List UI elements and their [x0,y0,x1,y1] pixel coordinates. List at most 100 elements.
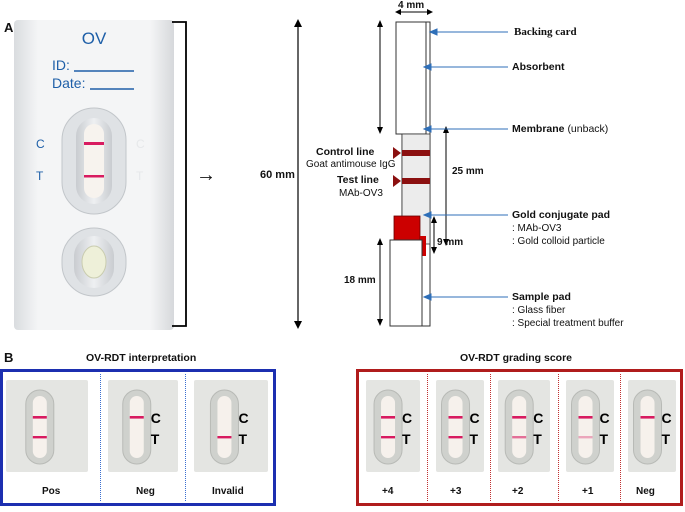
test-line-title: Test line [337,174,379,186]
mini-strip-window [640,396,655,458]
mini-strip-control-line [32,416,47,419]
mini-strip-label: Invalid [212,486,244,497]
mini-strip-grading-4: CT [628,380,676,472]
cassette-bracket [172,21,187,327]
mini-strip-window [129,396,144,458]
mini-strip-label: +4 [382,486,394,497]
mini-strip-c-mark: C [402,410,412,426]
cassette-id-label: ID: [52,57,70,73]
mini-strip-test-line [512,436,527,439]
mini-strip-test-line [217,436,232,439]
mini-strip-c-mark: C [470,410,480,426]
label-9mm: 9 mm [437,237,464,248]
strip-sample-pad [389,239,423,327]
backing-card-label: Backing card [514,26,577,38]
label-4mm: 4 mm [398,0,425,11]
interpretation-divider-1 [100,374,101,501]
mini-strip-control-line [381,416,396,419]
mini-strip-t-mark: T [600,431,609,447]
strip-control-band [402,150,430,156]
mini-strip-t-mark: T [662,431,671,447]
interpretation-box [0,369,276,506]
mini-strip-label: +2 [512,486,524,497]
strip-schematic [377,9,449,327]
gold-pad-line-1: : MAb-OV3 [512,223,562,234]
mini-strip-window [578,396,593,458]
mini-strip-control-line [512,416,527,419]
sample-pad-line-1: : Glass fiber [512,305,566,316]
strip-test-band [402,178,430,184]
grading-divider-1 [427,374,428,501]
pointer-arrows [422,28,508,301]
mini-strip-c-mark: C [662,410,672,426]
panel-b-letter: B [4,350,14,365]
control-line-title: Control line [316,146,375,158]
sample-pad-line-2: : Special treatment buffer [512,318,624,329]
grading-title: OV-RDT grading score [460,352,573,364]
grading-box [356,369,683,506]
mini-strip-test-line [32,436,47,439]
mini-strip-window [512,396,527,458]
label-25mm: 25 mm [452,166,484,177]
strip-absorbent [395,21,427,135]
label-60mm: 60 mm [260,169,295,181]
mini-strip-c-mark: C [533,410,543,426]
absorbent-label: Absorbent [512,61,565,73]
interpretation-title: OV-RDT interpretation [86,352,197,364]
mini-strip-grading-2: CT [498,380,550,472]
mini-strip-interpretation-1: CT [108,380,178,472]
grading-divider-2 [490,374,491,501]
cassette-c-mark-right: C [136,137,145,151]
mini-strip-label: Pos [42,486,61,497]
mini-strip-t-mark: T [402,431,411,447]
mini-strip-window [32,396,47,458]
mini-strip-interpretation-2: CT [194,380,268,472]
cassette-t-mark: T [36,169,44,183]
mini-strip-c-mark: C [600,410,610,426]
mini-strip-label: +3 [450,486,462,497]
mini-strip-label: Neg [636,486,655,497]
membrane-sub: (unback) [567,123,609,135]
mini-strip-control-line [448,416,463,419]
cassette-brand: OV [82,29,107,48]
mini-strip-c-mark: C [151,410,161,426]
mini-strip-t-mark: T [151,431,160,447]
mini-strip-label: +1 [582,486,594,497]
panel-a-letter: A [4,20,14,35]
mini-strip-interpretation-0 [6,380,88,472]
interpretation-divider-2 [185,374,186,501]
control-line-sub: Goat antimouse IgG [306,159,396,170]
cassette-t-mark-right: T [136,169,144,183]
mini-strip-window [448,396,463,458]
grading-divider-4 [620,374,621,501]
dimension-60mm [294,19,302,329]
cassette-date-label: Date: [52,75,85,91]
membrane-label: Membrane (unback) [512,123,608,135]
mini-strip-test-line [381,436,396,439]
gold-pad-title: Gold conjugate pad [512,209,611,221]
sample-pad-title: Sample pad [512,291,571,303]
mini-strip-test-line [578,436,593,439]
mini-strip-t-mark: T [470,431,479,447]
cassette-illustration: OV ID: Date: C T C T [14,20,174,330]
mini-strip-control-line [640,416,655,419]
mini-strip-control-line [129,416,144,419]
mini-strip-grading-1: CT [436,380,484,472]
mini-strip-window [381,396,396,458]
mini-strip-label: Neg [136,486,155,497]
mini-strip-window [217,396,232,458]
mini-strip-c-mark: C [238,410,248,426]
gold-pad-line-2: : Gold colloid particle [512,236,605,247]
membrane-title: Membrane [512,123,565,135]
mini-strip-test-line [448,436,463,439]
cassette-c-mark: C [36,137,45,151]
mini-strip-grading-0: CT [366,380,420,472]
mini-strip-control-line [578,416,593,419]
label-18mm: 18 mm [344,275,376,286]
mini-strip-t-mark: T [238,431,247,447]
mini-strip-t-mark: T [533,431,542,447]
cassette-test-line [84,175,104,178]
transition-arrow: → [196,164,216,186]
grading-divider-3 [558,374,559,501]
mini-strip-grading-3: CT [566,380,614,472]
